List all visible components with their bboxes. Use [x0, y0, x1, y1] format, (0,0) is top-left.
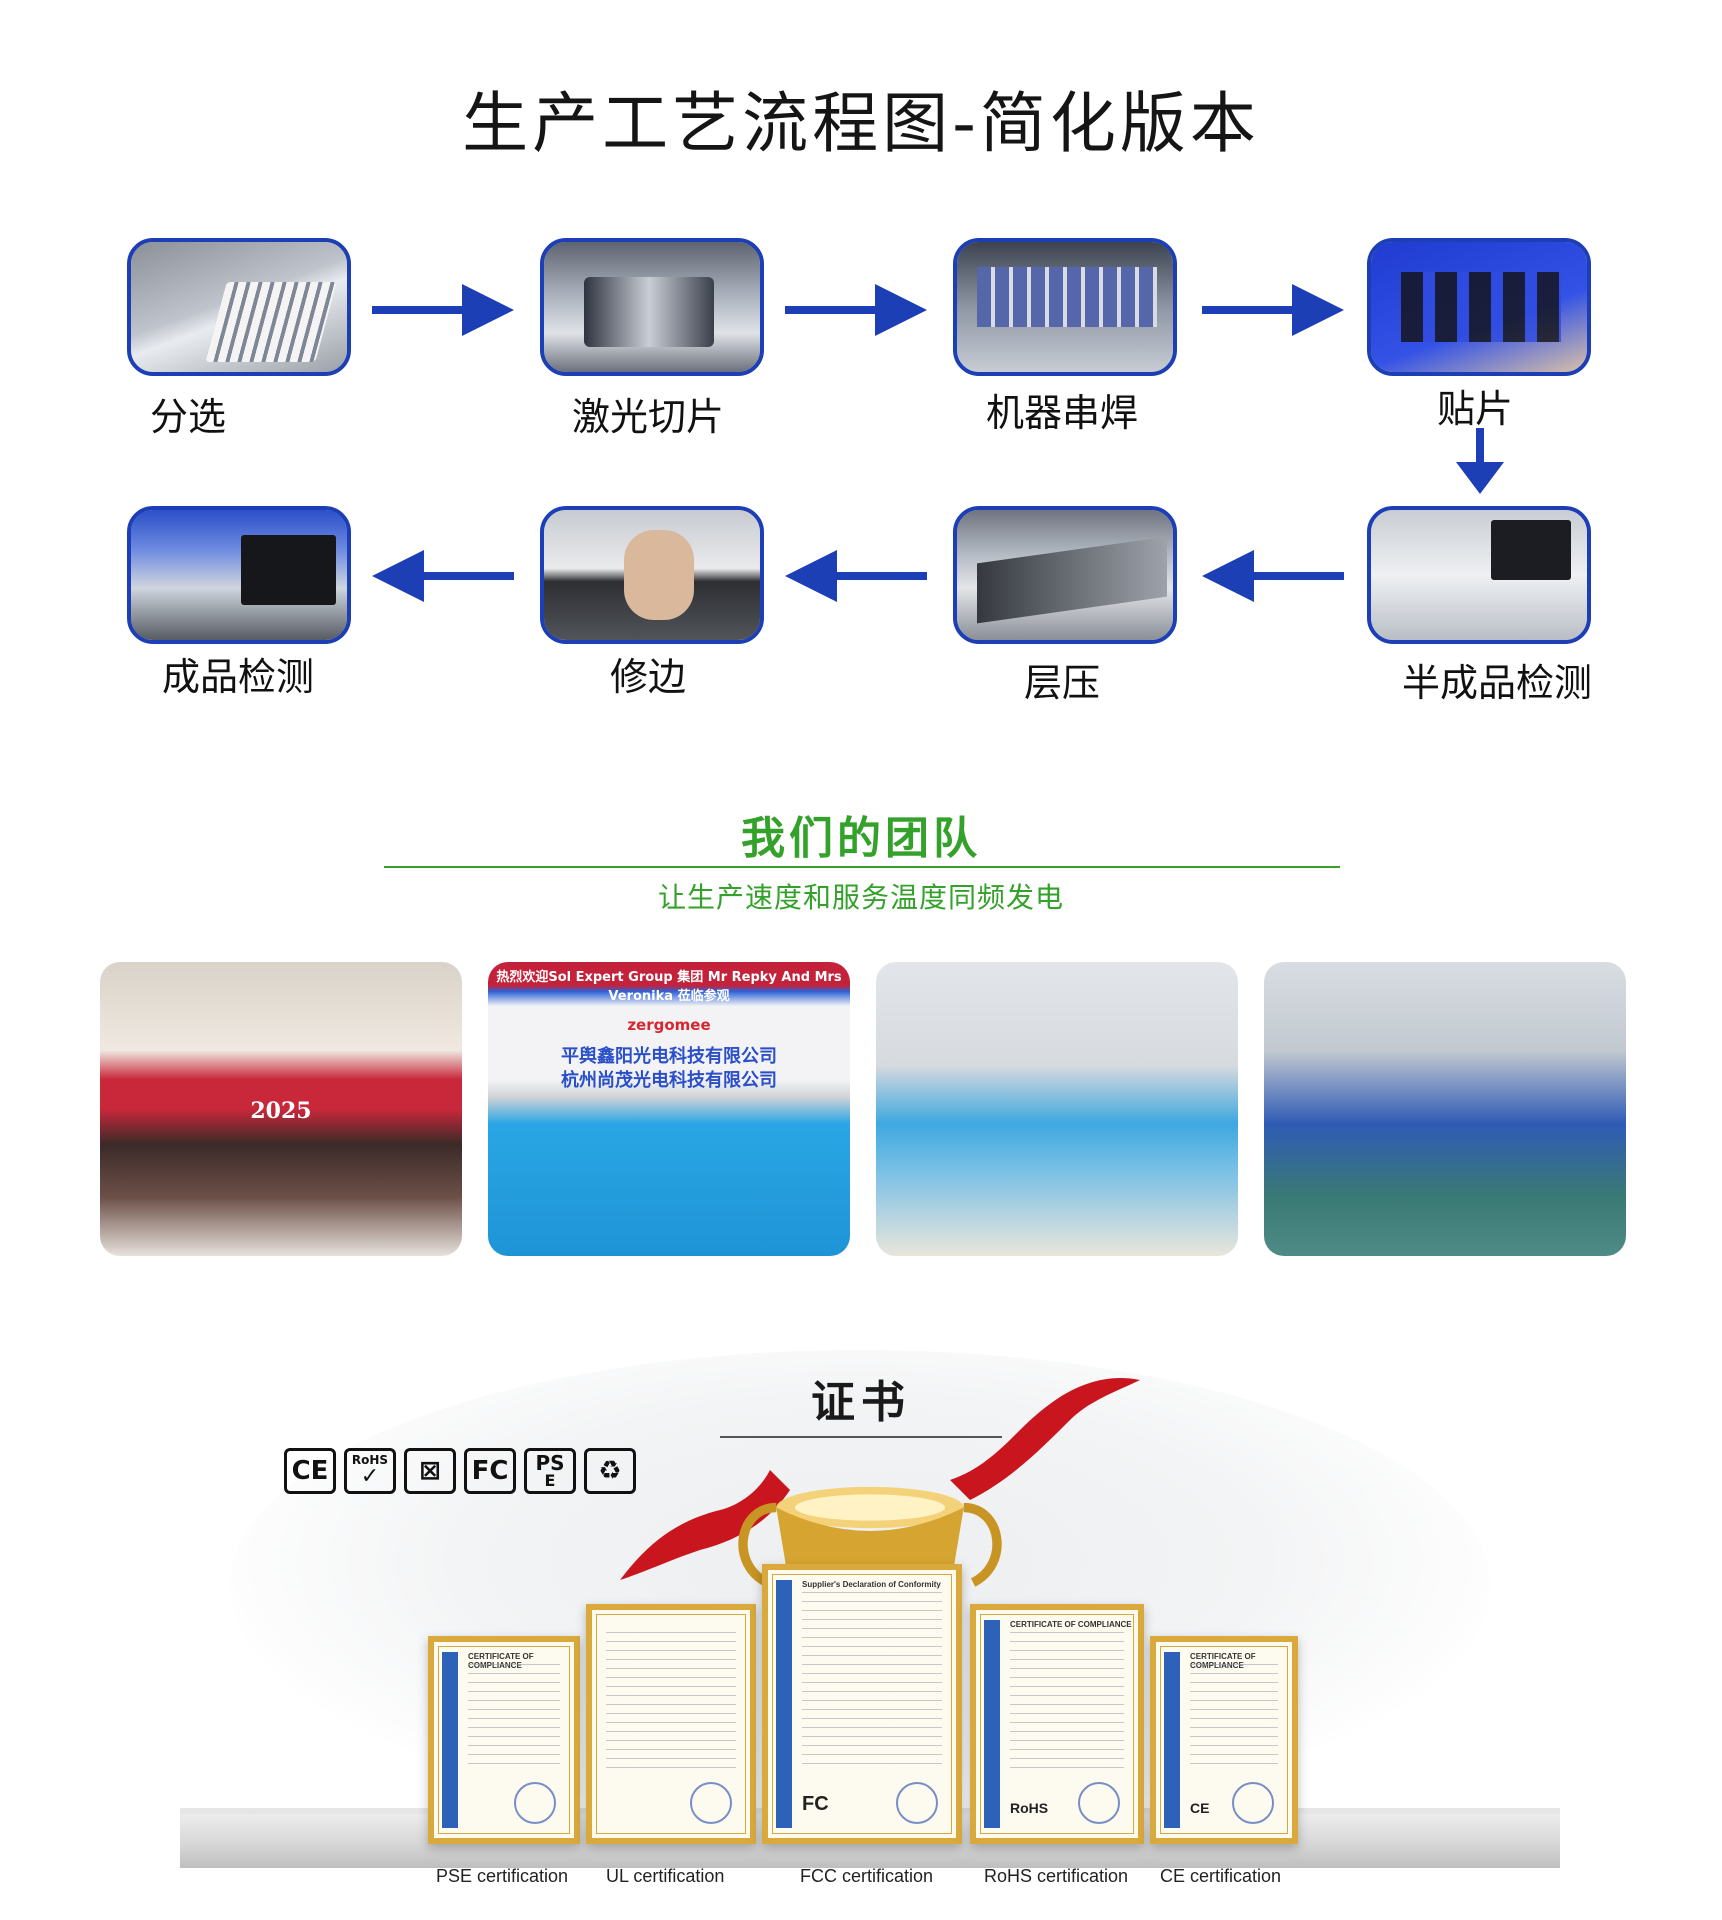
company-name-2: 杭州尚茂光电科技有限公司	[561, 1070, 777, 1091]
ce-mark: CE	[1190, 1800, 1210, 1816]
step-label-lamination: 层压	[1024, 661, 1101, 705]
team-event-photo: 2025	[100, 962, 462, 1256]
step-trimming	[540, 506, 764, 644]
step-laser-cutting	[540, 238, 764, 376]
team-group-photo: 热烈欢迎Sol Expert Group 集团 Mr Repky And Mrs…	[488, 962, 850, 1256]
red-ribbon-icon	[620, 1378, 1140, 1580]
certificate-seal-icon	[690, 1782, 732, 1824]
rohs-check-icon: ✓	[360, 1464, 380, 1489]
lamination-photo	[953, 506, 1177, 644]
certificate-band	[984, 1620, 1000, 1828]
step-label-string-welding: 机器串焊	[986, 391, 1139, 435]
step-sorting	[127, 238, 351, 376]
brand-logo-text: zergomee	[627, 1016, 711, 1034]
certificate-band	[776, 1580, 792, 1828]
arrow-right-icon	[785, 284, 927, 336]
certificate-text-lines	[1010, 1632, 1124, 1768]
step-label-semi-finished-inspection: 半成品检测	[1402, 661, 1593, 705]
pse-mark-text: PS	[535, 1451, 565, 1475]
trimming-photo	[540, 506, 764, 644]
rohs-mark-text: RoHS	[351, 1453, 389, 1467]
caption-rohs: RoHS certification	[984, 1866, 1129, 1886]
certificate-band	[1164, 1652, 1180, 1828]
fcc-mark-icon: FC	[464, 1448, 516, 1494]
string-welding-photo	[953, 238, 1177, 376]
caption-pse: PSE certification	[436, 1866, 569, 1886]
rohs-mark: RoHS	[1010, 1800, 1049, 1816]
step-placement	[1367, 238, 1591, 376]
finished-inspection-photo	[127, 506, 351, 644]
sorting-photo	[127, 238, 351, 376]
company-name-1: 平舆鑫阳光电科技有限公司	[561, 1046, 777, 1067]
welcome-banner-text: 热烈欢迎Sol Expert Group 集团 Mr Repky And Mrs…	[496, 970, 842, 1004]
ce-mark-icon: CE	[284, 1448, 336, 1494]
certificates-divider	[720, 1436, 1002, 1438]
semi-finished-inspection-photo	[1367, 506, 1591, 644]
certification-logos: CE RoHS ✓ ⊠ FC PS E ♻	[284, 1448, 636, 1496]
arrow-right-icon	[1202, 284, 1344, 336]
step-label-sorting: 分选	[150, 395, 227, 439]
step-lamination	[953, 506, 1177, 644]
step-label-finished-inspection: 成品检测	[162, 655, 315, 699]
process-title: 生产工艺流程图-简化版本	[462, 85, 1260, 162]
certificate-text-lines	[606, 1632, 736, 1768]
event-banner-text: 2025	[250, 1098, 312, 1124]
caption-ul: UL certification	[606, 1866, 725, 1886]
arrow-left-icon	[1202, 550, 1344, 602]
recycle-icon: ♻	[584, 1448, 636, 1494]
laser-cutting-photo	[540, 238, 764, 376]
placement-photo	[1367, 238, 1591, 376]
team-meeting-photo	[876, 962, 1238, 1256]
pse-certificate-document: CERTIFICATE OF COMPLIANCE	[428, 1636, 580, 1844]
certificate-heading: CERTIFICATE OF COMPLIANCE	[1010, 1620, 1132, 1629]
arrow-left-icon	[785, 550, 927, 602]
arrow-right-icon	[372, 284, 514, 336]
team-divider	[384, 866, 1340, 868]
pse-mark-sub: E	[544, 1471, 556, 1490]
arrow-left-icon	[372, 550, 514, 602]
fcc-mark: FC	[802, 1793, 829, 1815]
certificate-band	[442, 1652, 458, 1828]
step-label-laser-cutting: 激光切片	[572, 395, 725, 439]
certificate-text-lines	[468, 1664, 560, 1768]
team-title: 我们的团队	[741, 813, 981, 864]
certificates-title: 证书	[811, 1377, 911, 1428]
step-finished-inspection	[127, 506, 351, 644]
arrow-down-icon	[1456, 428, 1504, 494]
step-label-placement: 贴片	[1437, 387, 1514, 431]
rohs-mark-icon: RoHS ✓	[344, 1448, 396, 1494]
workshop-photo	[1264, 962, 1626, 1256]
certificate-seal-icon	[1232, 1782, 1274, 1824]
caption-ce: CE certification	[1160, 1866, 1282, 1886]
caption-fcc: FCC certification	[800, 1866, 934, 1886]
certificate-heading: Supplier's Declaration of Conformity	[802, 1580, 941, 1589]
weee-bin-icon: ⊠	[404, 1448, 456, 1494]
step-string-welding	[953, 238, 1177, 376]
fcc-certificate-document: Supplier's Declaration of Conformity FC	[762, 1564, 962, 1844]
ul-certificate-document	[586, 1604, 756, 1844]
certificate-seal-icon	[514, 1782, 556, 1824]
ce-certificate-document: CERTIFICATE OF COMPLIANCE CE	[1150, 1636, 1298, 1844]
certificate-text-lines	[802, 1592, 942, 1768]
certificate-seal-icon	[1078, 1782, 1120, 1824]
team-subtitle: 让生产速度和服务温度同频发电	[657, 881, 1064, 914]
step-label-trimming: 修边	[610, 655, 687, 699]
certificate-seal-icon	[896, 1782, 938, 1824]
rohs-certificate-document: CERTIFICATE OF COMPLIANCE RoHS	[970, 1604, 1144, 1844]
pse-mark-icon: PS E	[524, 1448, 576, 1494]
certificate-text-lines	[1190, 1664, 1278, 1768]
step-semi-finished-inspection	[1367, 506, 1591, 644]
